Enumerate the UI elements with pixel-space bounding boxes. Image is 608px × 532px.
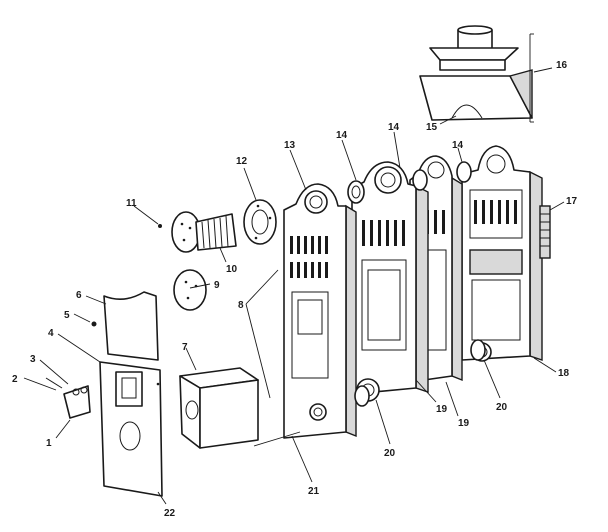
callout-4: 4 bbox=[48, 328, 54, 339]
callout-17: 17 bbox=[566, 196, 578, 207]
callout-9: 9 bbox=[214, 280, 220, 291]
callout-2: 2 bbox=[12, 374, 18, 385]
front-section bbox=[283, 183, 357, 439]
push-nipples-bottom bbox=[354, 339, 486, 407]
callout-7: 7 bbox=[182, 342, 188, 353]
callout-20-left: 20 bbox=[384, 448, 396, 459]
push-nipples-top bbox=[347, 161, 472, 204]
combustion-box bbox=[179, 367, 259, 449]
callout-16: 16 bbox=[556, 60, 568, 71]
callout-14-right: 14 bbox=[452, 140, 464, 151]
access-door bbox=[45, 377, 91, 419]
callout-21: 21 bbox=[308, 486, 320, 497]
upper-plate bbox=[103, 291, 159, 361]
callout-12: 12 bbox=[236, 156, 248, 167]
section-2-slots bbox=[362, 220, 405, 246]
callout-8: 8 bbox=[238, 300, 244, 311]
callout-5: 5 bbox=[64, 310, 70, 321]
draft-hood bbox=[419, 25, 553, 123]
callout-22: 22 bbox=[164, 508, 176, 519]
callout-14-middle: 14 bbox=[388, 122, 400, 133]
callout-19-left: 19 bbox=[436, 404, 448, 415]
callout-3: 3 bbox=[30, 354, 36, 365]
side-plate bbox=[539, 205, 551, 259]
callout-19-right: 19 bbox=[458, 418, 470, 429]
leader-lines bbox=[23, 115, 565, 505]
callout-labels: 1 2 3 4 5 6 7 8 9 10 11 12 13 14 14 14 1… bbox=[12, 60, 578, 519]
callout-1: 1 bbox=[46, 438, 52, 449]
front-section-slots bbox=[290, 236, 328, 278]
callout-20-right: 20 bbox=[496, 402, 508, 413]
callout-13: 13 bbox=[284, 140, 296, 151]
callout-11: 11 bbox=[126, 198, 137, 209]
burner-assembly bbox=[158, 199, 277, 253]
rear-section bbox=[461, 145, 543, 362]
callout-14-left: 14 bbox=[336, 130, 348, 141]
callout-18: 18 bbox=[558, 368, 570, 379]
callout-15: 15 bbox=[426, 122, 438, 133]
rear-slots bbox=[474, 200, 517, 224]
front-plate bbox=[91, 321, 163, 497]
callout-10: 10 bbox=[226, 264, 238, 275]
intermediate-section-2 bbox=[351, 161, 429, 402]
callout-6: 6 bbox=[76, 290, 82, 301]
gasket-disc bbox=[173, 269, 207, 311]
